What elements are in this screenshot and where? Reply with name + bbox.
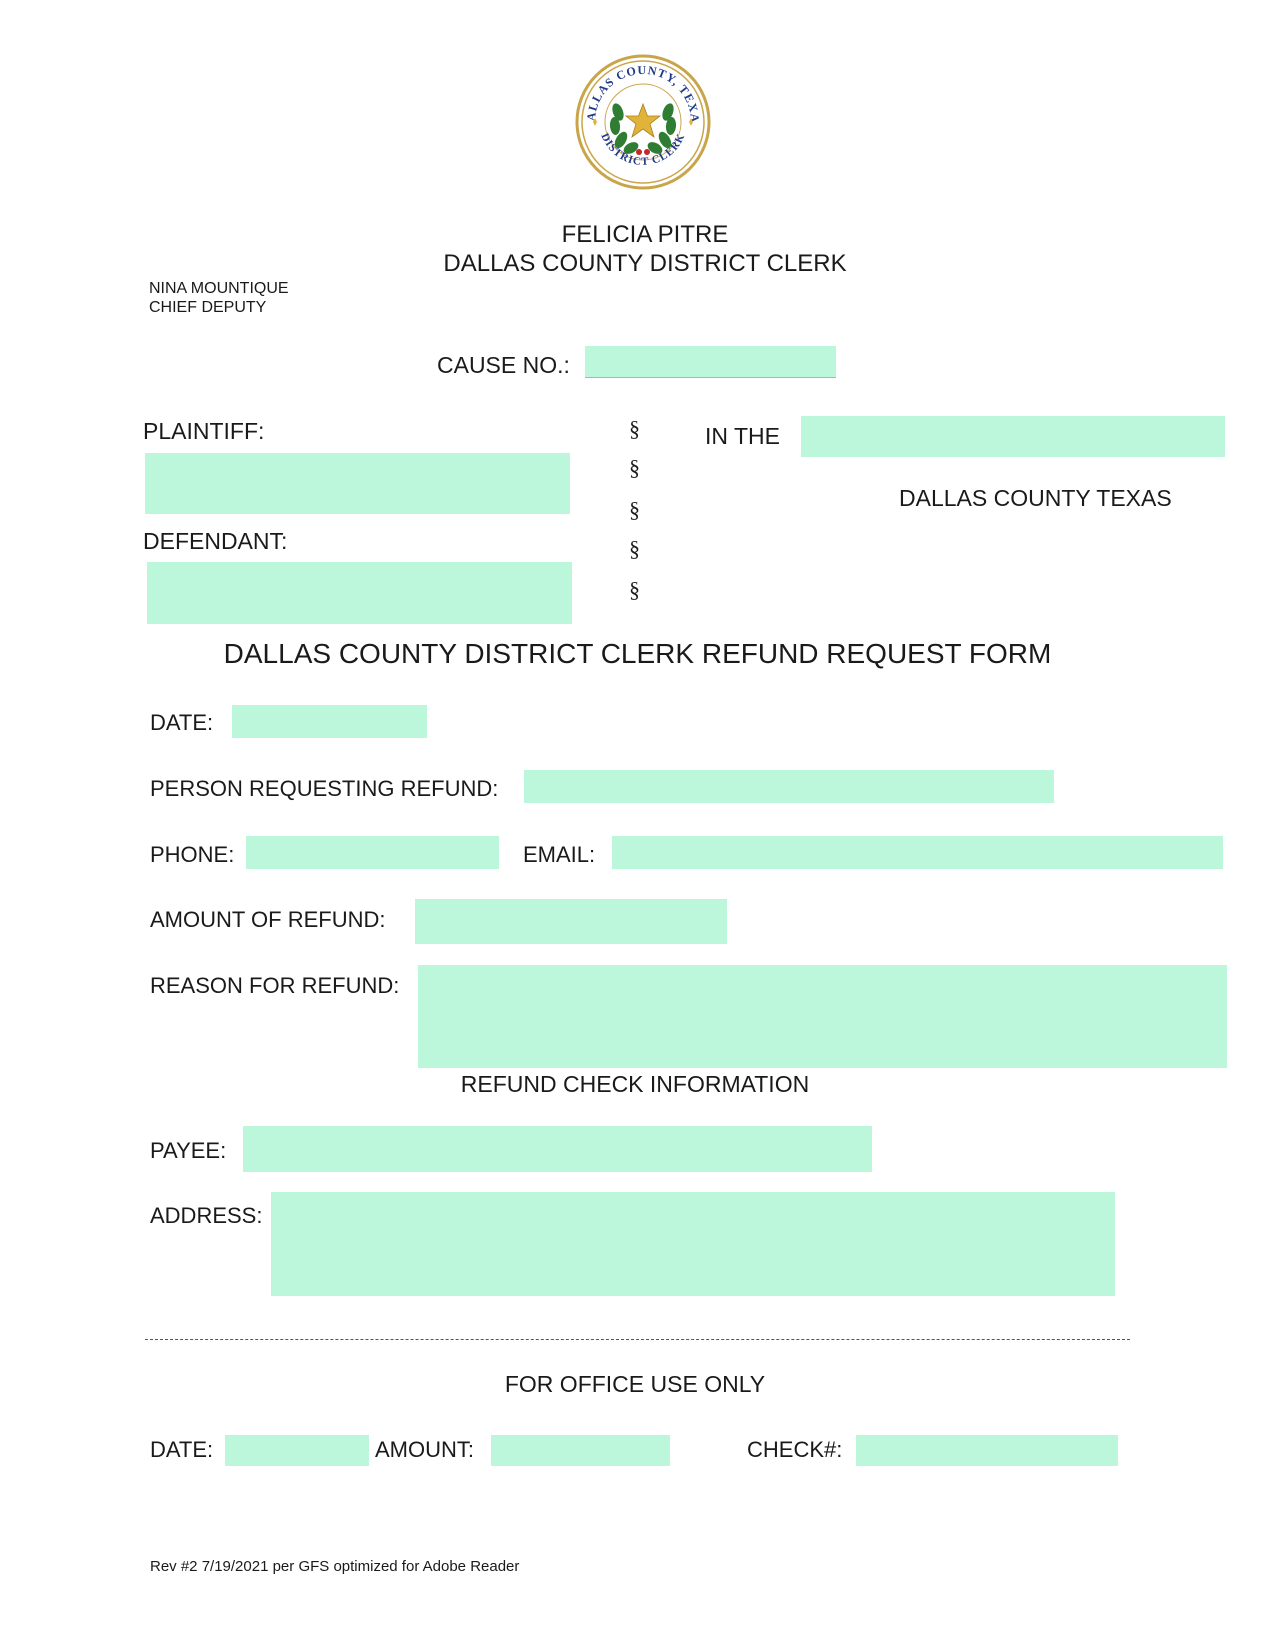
email-input[interactable] xyxy=(612,836,1223,869)
defendant-input[interactable] xyxy=(147,562,572,624)
payee-input[interactable] xyxy=(243,1126,872,1172)
office-amount-label: AMOUNT: xyxy=(375,1437,474,1462)
in-the-label: IN THE xyxy=(705,423,780,449)
reason-for-refund-input[interactable] xyxy=(418,965,1227,1068)
address-input[interactable] xyxy=(271,1192,1115,1296)
section-symbol: § xyxy=(629,497,640,522)
clerk-title: DALLAS COUNTY DISTRICT CLERK xyxy=(443,250,847,277)
email-label: EMAIL: xyxy=(523,842,596,867)
office-date-input[interactable] xyxy=(225,1435,369,1466)
section-symbol: § xyxy=(629,577,640,602)
ribbon-icon xyxy=(636,149,650,155)
office-check-input[interactable] xyxy=(856,1435,1118,1466)
section-symbol: § xyxy=(629,455,640,480)
defendant-label: DEFENDANT: xyxy=(143,528,288,554)
plaintiff-label: PLAINTIFF: xyxy=(143,418,265,444)
revision-note: Rev #2 7/19/2021 per GFS optimized for A… xyxy=(150,1558,520,1575)
reason-for-refund-label: REASON FOR REFUND: xyxy=(150,973,400,998)
court-input[interactable] xyxy=(801,416,1225,457)
phone-label: PHONE: xyxy=(150,842,235,867)
dallas-county-district-clerk-seal: DALLAS COUNTY, TEXAS DISTRICT CLERK xyxy=(573,52,711,190)
section-symbol: § xyxy=(629,416,640,441)
deputy-name: NINA MOUNTIQUE xyxy=(149,280,289,297)
cause-no-label: CAUSE NO.: xyxy=(437,352,570,378)
phone-input[interactable] xyxy=(246,836,499,869)
office-date-label: DATE: xyxy=(150,1437,214,1462)
cause-no-input[interactable] xyxy=(585,346,836,378)
date-input[interactable] xyxy=(232,705,427,738)
clerk-name: FELICIA PITRE xyxy=(561,221,729,248)
amount-of-refund-label: AMOUNT OF REFUND: xyxy=(150,907,386,932)
form-title: DALLAS COUNTY DISTRICT CLERK REFUND REQU… xyxy=(223,638,1052,669)
date-label: DATE: xyxy=(150,710,214,735)
cut-line-divider xyxy=(145,1339,1130,1340)
payee-label: PAYEE: xyxy=(150,1138,227,1163)
wreath-icon xyxy=(609,103,677,154)
office-use-heading: FOR OFFICE USE ONLY xyxy=(504,1371,766,1397)
county-text: DALLAS COUNTY TEXAS xyxy=(899,485,1172,511)
office-amount-input[interactable] xyxy=(491,1435,670,1466)
person-requesting-label: PERSON REQUESTING REFUND: xyxy=(150,776,499,801)
office-check-label: CHECK#: xyxy=(747,1437,843,1462)
deputy-title: CHIEF DEPUTY xyxy=(149,299,267,316)
plaintiff-input[interactable] xyxy=(145,453,570,514)
refund-check-heading: REFUND CHECK INFORMATION xyxy=(460,1071,810,1097)
person-requesting-input[interactable] xyxy=(524,770,1054,803)
address-label: ADDRESS: xyxy=(150,1203,263,1228)
amount-of-refund-input[interactable] xyxy=(415,899,727,944)
star-icon xyxy=(624,102,662,139)
section-symbol: § xyxy=(629,536,640,561)
